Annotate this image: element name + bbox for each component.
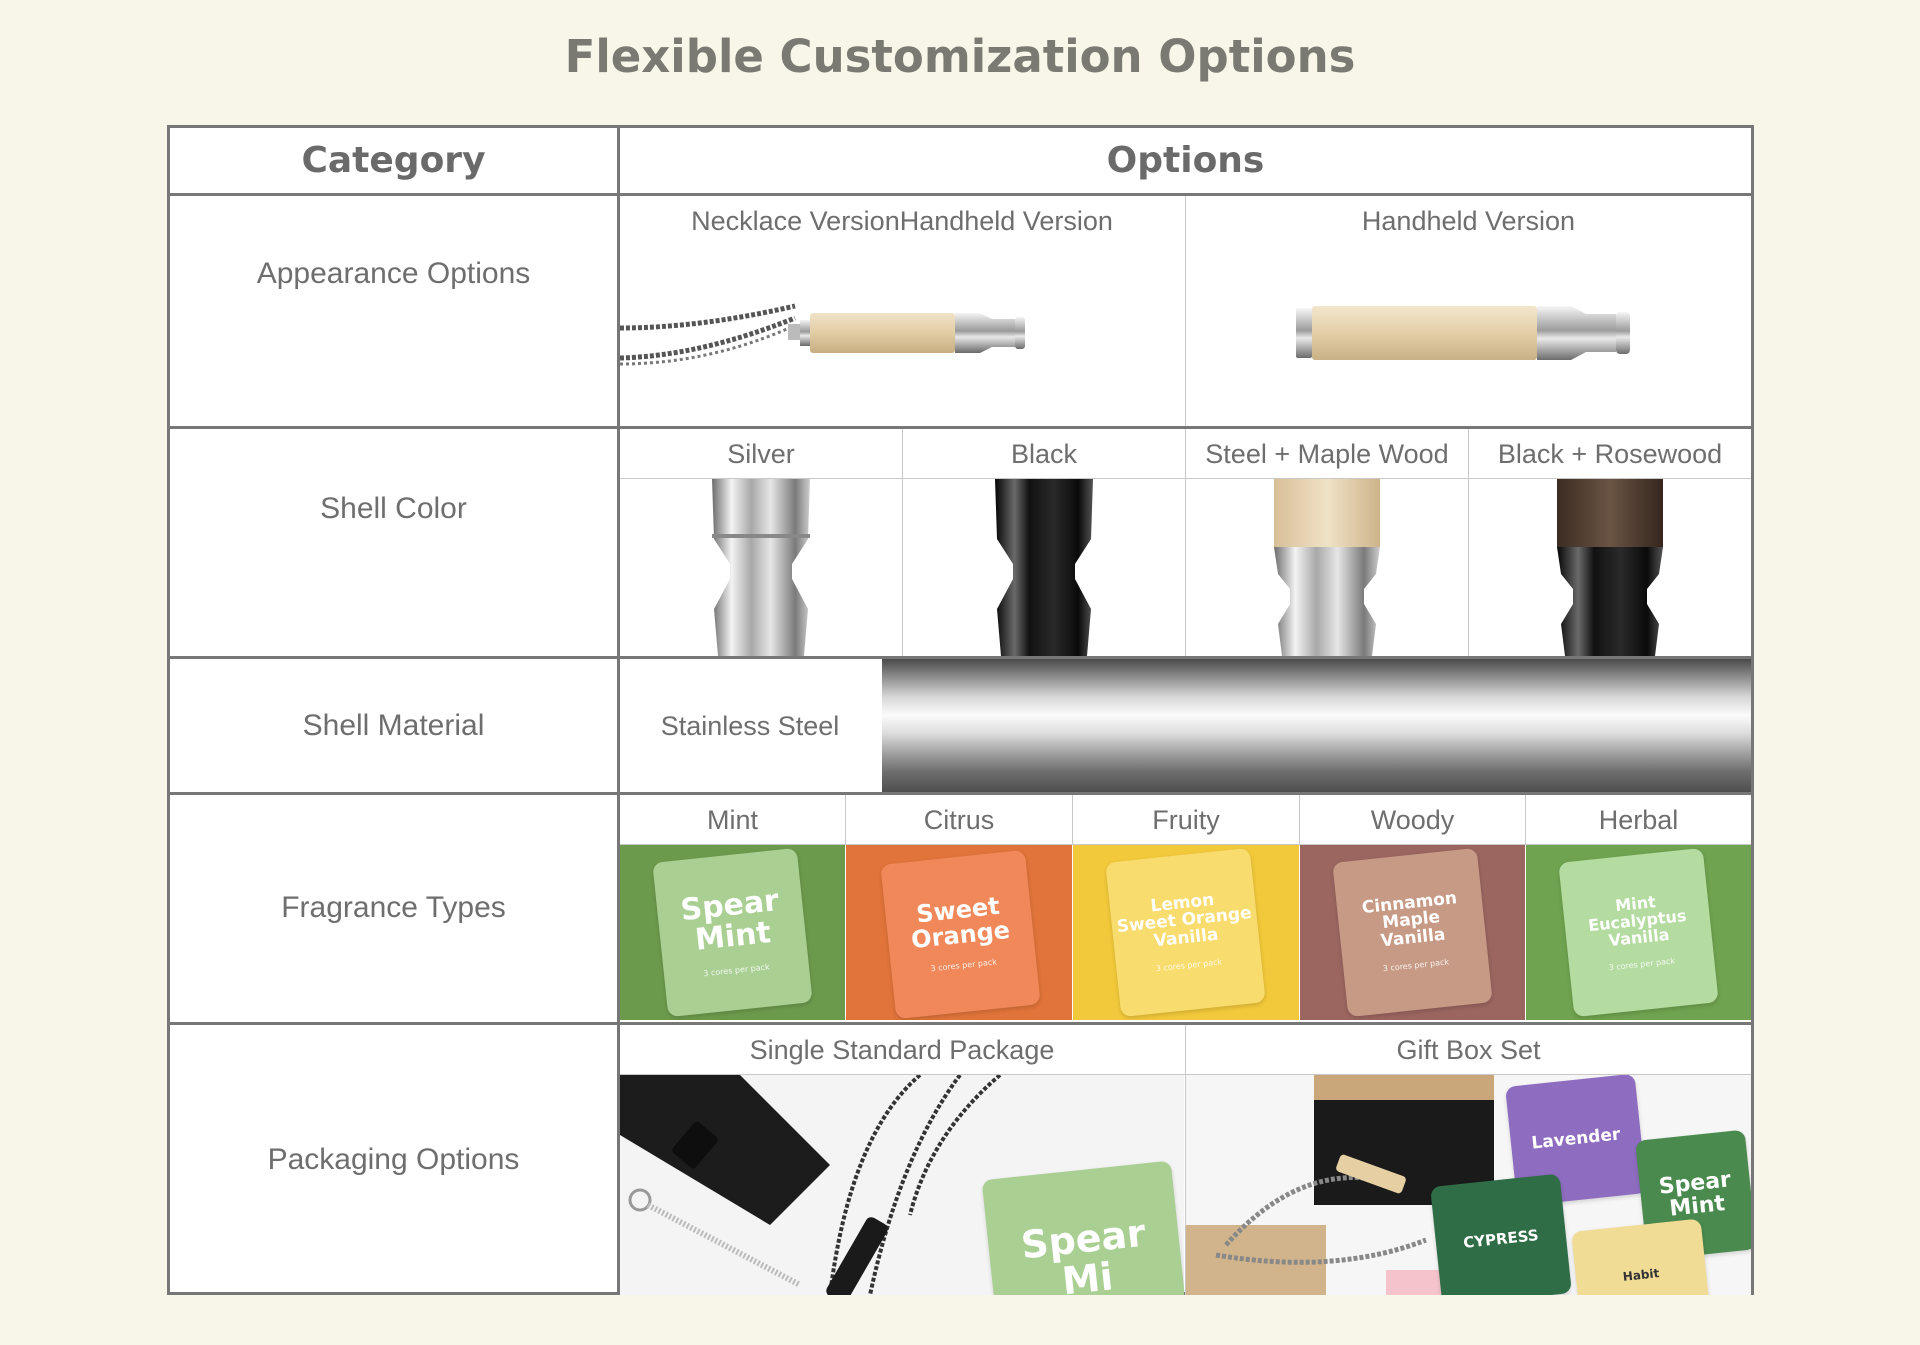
row-divider — [170, 193, 1751, 196]
material-label-stainless: Stainless Steel — [660, 710, 840, 741]
fragrance-tile-woody: Cinnamon Maple Vanilla 3 cores per pack — [1300, 845, 1525, 1020]
category-packaging: Packaging Options — [267, 1143, 520, 1176]
fragrance-label-mint: Mint — [706, 804, 758, 835]
packaging-label-gift: Gift Box Set — [1396, 1034, 1541, 1065]
cinnamon-maple-vanilla-pouch: Cinnamon Maple Vanilla 3 cores per pack — [1332, 847, 1493, 1018]
sweet-orange-pouch: Sweet Orange 3 cores per pack — [880, 849, 1041, 1020]
pouch-line: Vanilla — [1607, 924, 1671, 950]
pouch-line: CYPRESS — [1462, 1226, 1540, 1253]
lemon-orange-vanilla-pouch: Lemon Sweet Orange Vanilla 3 cores per p… — [1105, 847, 1266, 1018]
pouch-line: Vanilla — [1379, 924, 1447, 952]
color-label-black-rosewood: Black + Rosewood — [1497, 438, 1723, 469]
cell-divider — [1185, 429, 1186, 656]
handheld-version-image — [1296, 306, 1630, 360]
pouch-line: Lavender — [1530, 1124, 1622, 1154]
header-options: Options — [1106, 140, 1265, 181]
cell-divider — [1185, 1025, 1186, 1295]
cell-divider — [1525, 795, 1526, 844]
fragrance-label-woody: Woody — [1370, 804, 1455, 835]
silver-shell-image — [712, 479, 810, 656]
row-divider — [170, 426, 1751, 429]
spear-mint-pouch: Spear Mint 3 cores per pack — [652, 847, 813, 1018]
package-spear-mint-pouch: Spear Mi — [981, 1160, 1184, 1295]
fragrance-tile-citrus: Sweet Orange 3 cores per pack — [846, 845, 1072, 1020]
cell-divider — [620, 844, 1751, 845]
mint-eucalyptus-vanilla-pouch: Mint Eucalyptus Vanilla 3 cores per pack — [1558, 847, 1719, 1018]
cell-divider — [1299, 795, 1300, 844]
fragrance-tile-mint: Spear Mint 3 cores per pack — [620, 845, 845, 1020]
color-label-black: Black — [1010, 438, 1078, 469]
column-divider — [617, 128, 620, 1295]
appearance-label-necklace: Necklace VersionHandheld Version — [691, 205, 1113, 236]
steel-maple-shell-image — [1274, 479, 1380, 656]
category-shell-color: Shell Color — [320, 492, 467, 525]
gift-cypress-pouch: CYPRESS — [1430, 1173, 1572, 1295]
row-divider — [170, 656, 1751, 659]
stainless-steel-texture — [882, 659, 1751, 793]
pouch-note: 3 cores per pack — [1155, 957, 1223, 974]
pouch-note: 3 cores per pack — [1382, 957, 1450, 974]
row-divider — [170, 792, 1751, 795]
options-table: Category Options Appearance Options Shel… — [167, 125, 1754, 1295]
header-category: Category — [301, 140, 486, 181]
color-label-steel-maple: Steel + Maple Wood — [1205, 438, 1449, 469]
gift-habit-pouch: Habit — [1571, 1218, 1711, 1295]
category-appearance: Appearance Options — [256, 256, 531, 290]
pouch-line: Habit — [1622, 1265, 1660, 1284]
pouch-line: Vanilla — [1152, 924, 1220, 952]
pouch-line: Spear Mint — [1657, 1167, 1733, 1222]
row-divider — [170, 1022, 1751, 1025]
cell-divider — [845, 795, 846, 844]
pouch-note: 3 cores per pack — [1608, 955, 1676, 972]
category-shell-material: Shell Material — [302, 709, 485, 742]
color-label-silver: Silver — [727, 438, 795, 469]
cell-divider — [1468, 429, 1469, 656]
pouch-note: 3 cores per pack — [702, 962, 770, 979]
pouch-note: 3 cores per pack — [930, 957, 998, 974]
category-fragrance: Fragrance Types — [281, 890, 506, 924]
single-package-image: Spear Mi — [620, 1075, 1184, 1295]
cell-divider — [1185, 196, 1186, 426]
fragrance-tile-herbal: Mint Eucalyptus Vanilla 3 cores per pack — [1526, 845, 1751, 1020]
fragrance-label-herbal: Herbal — [1598, 804, 1679, 835]
gift-box-image: Lavender CYPRESS Spear Mint Habit — [1186, 1075, 1751, 1295]
pouch-line: Mint — [693, 915, 773, 959]
black-rosewood-shell-image — [1557, 479, 1663, 656]
black-shell-image — [995, 479, 1093, 656]
packaging-label-single: Single Standard Package — [749, 1034, 1055, 1065]
fragrance-label-citrus: Citrus — [923, 804, 995, 835]
pouch-line: Mi — [1059, 1254, 1116, 1295]
cell-divider — [1072, 795, 1073, 844]
appearance-label-handheld: Handheld Version — [1361, 205, 1576, 236]
cell-divider — [902, 429, 903, 656]
fragrance-label-fruity: Fruity — [1152, 804, 1220, 835]
page-title: Flexible Customization Options — [564, 30, 1356, 83]
fragrance-tile-fruity: Lemon Sweet Orange Vanilla 3 cores per p… — [1073, 845, 1299, 1020]
necklace-version-image — [620, 303, 1025, 366]
